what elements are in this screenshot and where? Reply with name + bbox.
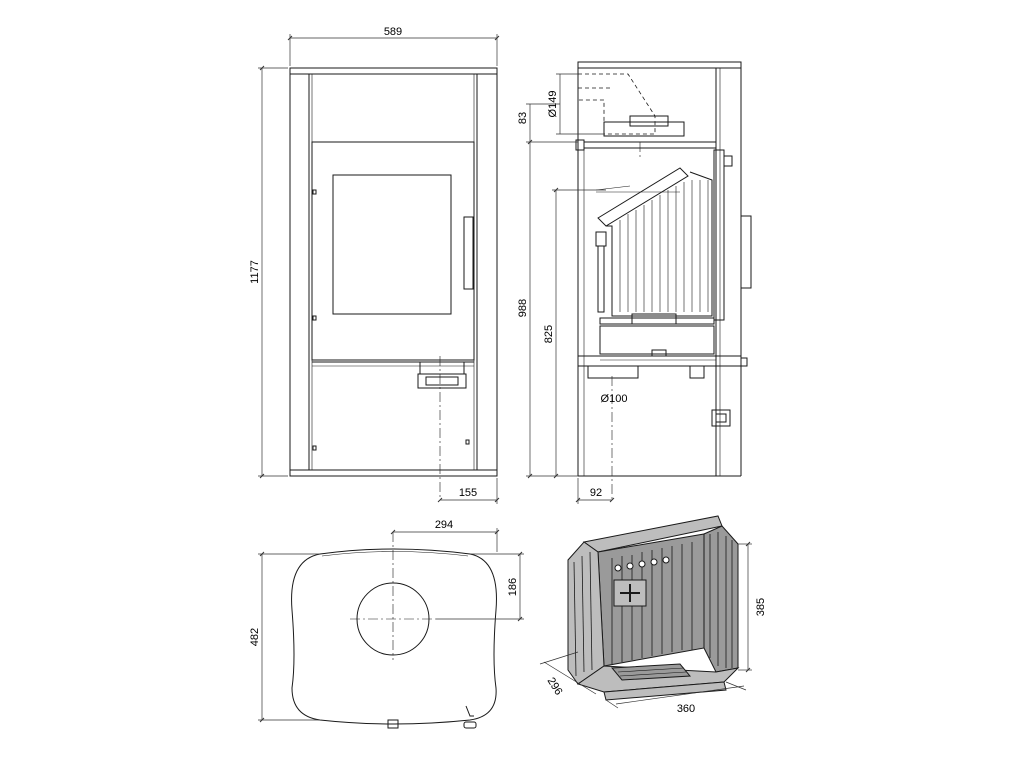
side-view: Ø149 83 988 825 Ø100 92 [517,61,752,504]
flue-pipe-dashed [578,73,656,135]
dim-top-depth-offset: 186 [507,578,519,596]
dim-firebox-depth: 296 [545,675,565,697]
door-handle [463,216,474,290]
dim-front-width: 589 [384,26,402,38]
firebox-isometric: 385 296 360 [539,515,767,715]
front-door-glass [332,174,452,315]
dim-side-inlet-offset: 92 [590,487,602,499]
dim-side-pipe-height: 83 [517,112,529,124]
ash-drawer-handle [417,373,467,389]
dim-firebox-width: 360 [677,703,695,715]
dim-top-depth: 482 [249,628,261,646]
front-view: 589 1177 155 [249,26,500,504]
top-view: 294 186 482 [249,519,524,729]
firebox-left-wall [567,541,605,685]
ash-pan [599,325,715,355]
dim-front-height: 1177 [249,260,261,284]
side-door-handle [740,215,752,289]
dim-firebox-height: 385 [755,598,767,616]
front-body-outline [289,67,498,477]
dim-side-height-825: 825 [543,325,555,343]
firebox-outline [606,171,713,317]
air-inlet [587,365,639,379]
firebox-right-wall [703,525,739,673]
dim-front-outlet-offset: 155 [459,487,477,499]
dim-side-height-988: 988 [517,299,529,317]
top-outline [291,548,497,725]
baffle-plate [597,167,689,227]
dim-top-center-offset: 294 [435,519,453,531]
dim-side-air-inlet: Ø100 [601,393,628,405]
